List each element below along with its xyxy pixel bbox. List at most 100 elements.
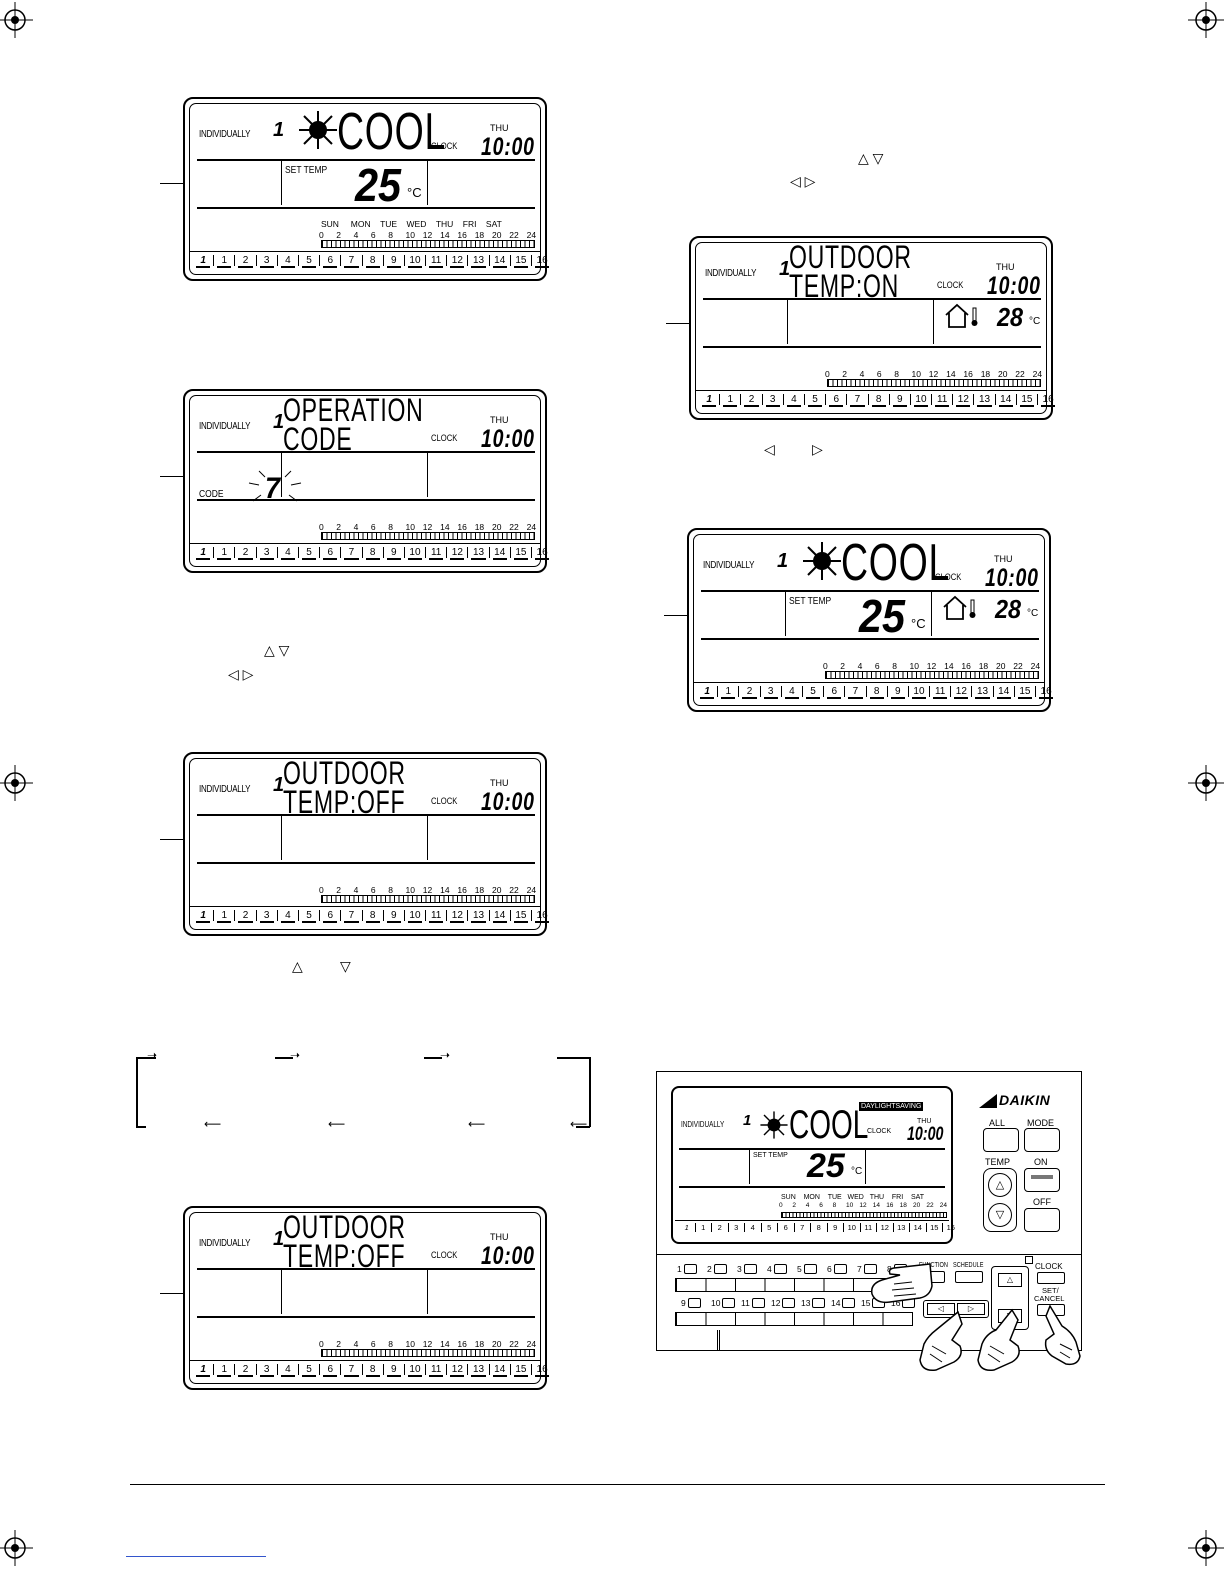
unit-number: 16 xyxy=(531,910,552,923)
group-button[interactable]: 2 xyxy=(707,1264,733,1274)
hour-tick: 18 xyxy=(978,661,989,671)
weekday: THU xyxy=(435,219,454,229)
unit-number: 8 xyxy=(361,1364,383,1377)
group-button-key[interactable] xyxy=(713,1264,727,1274)
lcd-panel-cool-outdoor: INDIVIDUALLY 1 COOL CLOCK THU 10:00 SET … xyxy=(687,528,1054,712)
degree-unit: °C xyxy=(1029,316,1041,327)
on-indicator xyxy=(1031,1175,1053,1179)
group-button[interactable]: 1 xyxy=(677,1264,703,1274)
weekday: TUE xyxy=(827,1194,842,1201)
unit-number: 1 xyxy=(213,547,234,560)
group-button-key[interactable] xyxy=(773,1264,787,1274)
unit-number: 11 xyxy=(929,686,950,699)
hour-tick: 24 xyxy=(1032,369,1043,379)
unit-number: 5 xyxy=(297,547,319,560)
callout-line xyxy=(160,183,184,184)
group-button-key[interactable] xyxy=(722,1298,736,1308)
temp-up-button[interactable]: △ xyxy=(988,1173,1012,1197)
hour-tick: 0 xyxy=(319,1339,324,1349)
group-button[interactable]: 9 xyxy=(681,1298,707,1308)
lower-panel xyxy=(657,1254,1081,1351)
group-button[interactable]: 11 xyxy=(741,1298,767,1308)
weekday-labels: SUN MON TUE WED THU FRI SAT xyxy=(781,1194,924,1201)
hour-tick: 4 xyxy=(353,1339,359,1349)
group-button-key[interactable] xyxy=(833,1264,847,1274)
group-button-key[interactable] xyxy=(842,1298,856,1308)
registration-mark-mid-right xyxy=(1188,765,1224,801)
clock-button[interactable] xyxy=(1037,1272,1065,1284)
group-button[interactable]: 10 xyxy=(711,1298,737,1308)
snowflake-icon xyxy=(299,111,337,149)
group-button[interactable]: 14 xyxy=(831,1298,857,1308)
off-button[interactable] xyxy=(1024,1208,1060,1232)
mode-button[interactable] xyxy=(1024,1128,1060,1152)
divider xyxy=(189,906,541,907)
lcd-panel-outdoor-off: INDIVIDUALLY 1 OUTDOOR TEMP:OFF CLOCK TH… xyxy=(183,752,550,936)
group-button-key[interactable] xyxy=(812,1298,826,1308)
unit-number: 5 xyxy=(297,255,319,268)
left-right-arrows: ◁ ▷ xyxy=(228,666,253,683)
registration-mark-bottom-left xyxy=(0,1530,33,1566)
time-display: 10:00 xyxy=(907,1124,944,1145)
group-button[interactable]: 13 xyxy=(801,1298,827,1308)
schedule-button[interactable] xyxy=(955,1271,983,1283)
day-label: THU xyxy=(994,554,1013,564)
divider xyxy=(427,816,428,860)
group-button-key[interactable] xyxy=(751,1298,765,1308)
group-button[interactable]: 12 xyxy=(771,1298,797,1308)
degree-unit: °C xyxy=(1027,608,1039,619)
unit-number: 14 xyxy=(488,547,510,560)
on-button[interactable] xyxy=(1024,1168,1060,1192)
hour-tick: 16 xyxy=(886,1202,894,1209)
group-button-key[interactable] xyxy=(782,1298,796,1308)
weekday: SUN xyxy=(321,219,339,229)
hour-tick: 22 xyxy=(509,1339,519,1349)
group-button[interactable]: 4 xyxy=(767,1264,793,1274)
hour-tick: 2 xyxy=(336,230,342,240)
clock-label: CLOCK xyxy=(431,1250,458,1260)
group-button[interactable]: 6 xyxy=(827,1264,853,1274)
divider xyxy=(189,543,541,544)
divider xyxy=(701,638,1039,640)
group-button[interactable]: 3 xyxy=(737,1264,763,1274)
callout-line xyxy=(664,615,688,616)
group-button-key[interactable] xyxy=(683,1264,697,1274)
unit-number: 9 xyxy=(382,547,404,560)
menu-left-button[interactable]: ◁ xyxy=(927,1303,955,1315)
group-button[interactable]: 7 xyxy=(857,1264,883,1274)
group-button[interactable]: 5 xyxy=(797,1264,823,1274)
flow-arrow-icon: ⟵ xyxy=(468,1117,486,1131)
menu-right-button[interactable]: ▷ xyxy=(957,1303,985,1315)
hour-tick: 6 xyxy=(370,885,376,895)
lcd-panel-operation-code: INDIVIDUALLY 1 OPERATION CODE CLOCK THU … xyxy=(183,389,550,573)
day-label: THU xyxy=(917,1118,932,1125)
unit-number: 4 xyxy=(782,394,804,407)
flow-line xyxy=(589,1057,591,1127)
unit-number: 13 xyxy=(467,255,488,268)
set-cancel-label-1: SET/ xyxy=(1042,1286,1059,1295)
hour-tick: 14 xyxy=(440,885,450,895)
divider xyxy=(197,862,535,864)
group-button-key[interactable] xyxy=(687,1298,701,1308)
time-display: 10:00 xyxy=(481,133,535,161)
unit-number: 5 xyxy=(801,686,823,699)
unit-number: 13 xyxy=(973,394,994,407)
unit-index: 1 xyxy=(743,1112,752,1129)
group-button-key[interactable] xyxy=(743,1264,757,1274)
temp-down-button[interactable]: ▽ xyxy=(988,1203,1012,1227)
group-button-key[interactable] xyxy=(803,1264,817,1274)
hour-tick: 8 xyxy=(388,230,393,240)
divider xyxy=(189,251,541,252)
group-button-key[interactable] xyxy=(863,1264,877,1274)
registration-mark-bottom-right xyxy=(1188,1530,1224,1566)
weekday: MON xyxy=(803,1194,820,1201)
all-button[interactable] xyxy=(983,1128,1019,1152)
menu-up-button[interactable]: △ xyxy=(998,1273,1022,1287)
snowflake-icon xyxy=(803,542,841,580)
flow-line xyxy=(557,1057,590,1059)
divider xyxy=(717,1330,718,1350)
unit-number: 16 xyxy=(942,1223,959,1232)
hour-tick: 4 xyxy=(353,522,359,532)
hour-tick: 4 xyxy=(857,661,863,671)
